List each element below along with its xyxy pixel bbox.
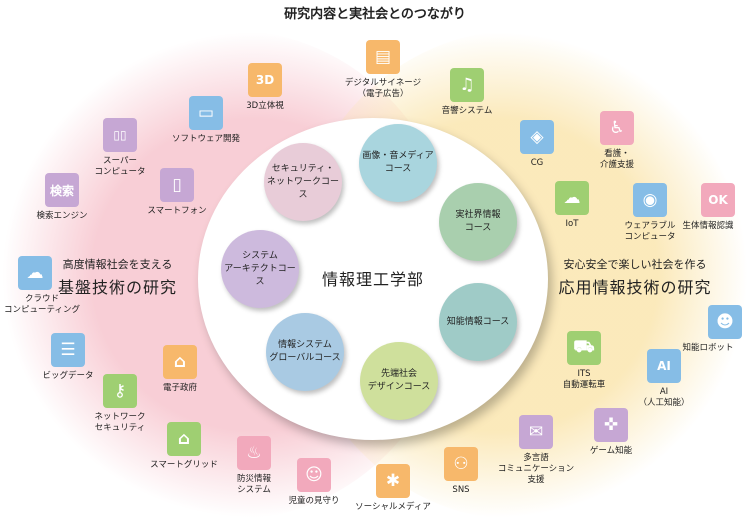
research-item-label: ビッグデータ	[42, 371, 94, 381]
sns-icon: ⚇	[444, 447, 478, 481]
course-circle[interactable]: 画像・音メディア コース	[359, 124, 437, 202]
research-item-label: ITS 自動運転車	[562, 369, 606, 390]
research-item-label: スマートフォン	[147, 206, 207, 216]
database-icon: ☰	[51, 333, 85, 367]
course-circle[interactable]: 情報システム グローバルコース	[266, 313, 344, 391]
research-item-label: 看護・ 介護支援	[599, 149, 634, 170]
research-item[interactable]: ✉ 多言語 コミュニケーション 支援	[494, 415, 578, 486]
social-media-icon: ✱	[376, 464, 410, 498]
research-item-label: 知能ロボット	[682, 343, 734, 353]
cloud-icon: ☁	[18, 256, 52, 290]
research-item[interactable]: ▤ デジタルサイネージ （電子広告）	[341, 40, 425, 100]
research-item[interactable]: ☻ 知能ロボット	[666, 305, 750, 354]
research-item[interactable]: ♿ 看護・ 介護支援	[575, 111, 659, 171]
research-item-label: CG	[530, 158, 544, 168]
research-item-label: 生体情報認識	[682, 221, 734, 231]
applied-heading: 安心安全で楽しい社会を作る 応用情報技術の研究	[555, 256, 715, 298]
research-item[interactable]: ♫ 音響システム	[425, 68, 509, 117]
research-item-label: ソフトウェア開発	[171, 134, 240, 144]
course-circle[interactable]: 知能情報コース	[439, 283, 517, 361]
child-watch-icon: ☺	[297, 458, 331, 492]
research-item[interactable]: ⌂ スマートグリッド	[142, 422, 226, 471]
research-item[interactable]: ▯▯ スーパー コンピュータ	[78, 118, 162, 178]
research-item[interactable]: ◈ CG	[495, 120, 579, 169]
nursing-icon: ♿	[600, 111, 634, 145]
smartphone-icon: ▯	[160, 168, 194, 202]
research-item-label: 電子政府	[162, 383, 197, 393]
foundation-heading: 高度情報社会を支える 基盤技術の研究	[55, 256, 180, 298]
research-item-label: デジタルサイネージ （電子広告）	[344, 78, 422, 99]
research-item-label: 多言語 コミュニケーション 支援	[497, 453, 575, 485]
course-circle[interactable]: 先端社会 デザインコース	[360, 342, 438, 420]
research-item-label: ソーシャルメディア	[355, 502, 431, 512]
course-circle[interactable]: 実社界情報 コース	[439, 183, 517, 261]
research-item[interactable]: 検索検索エンジン	[20, 173, 104, 222]
biometric-icon: OK	[701, 183, 735, 217]
research-item-label: ウェアラブル コンピュータ	[624, 221, 676, 242]
robot-icon: ☻	[708, 305, 742, 339]
research-item[interactable]: ▭ ソフトウェア開発	[164, 96, 248, 145]
research-item-label: クラウド コンピューティング	[4, 294, 80, 315]
research-item-label: ネットワーク セキュリティ	[94, 412, 146, 433]
research-item[interactable]: ◉ ウェアラブル コンピュータ	[608, 183, 692, 243]
fire-icon: ♨	[237, 436, 271, 470]
research-item-label: 防災情報 システム	[236, 474, 271, 495]
cloud-network-icon: ☁	[555, 181, 589, 215]
research-item[interactable]: ☰ ビッグデータ	[26, 333, 110, 382]
diagram-title: 研究内容と実社会とのつながり	[284, 7, 466, 22]
research-item[interactable]: 3D 3D立体視	[223, 63, 307, 112]
applied-heading-sub: 安心安全で楽しい社会を作る	[563, 258, 707, 271]
faculty-name: 情報理工学部	[322, 270, 425, 289]
research-item[interactable]: OK 生体情報認識	[666, 183, 750, 232]
applied-heading-main: 応用情報技術の研究	[558, 278, 712, 297]
supercomputer-icon: ▯▯	[103, 118, 137, 152]
course-circle[interactable]: システム アーキテクトコース	[221, 230, 299, 308]
research-item[interactable]: ⚇ SNS	[419, 447, 503, 496]
signage-icon: ▤	[366, 40, 400, 74]
cube-icon: ◈	[520, 120, 554, 154]
research-item[interactable]: ☁ クラウド コンピューティング	[0, 256, 84, 316]
search-engine-icon: 検索	[45, 173, 79, 207]
speech-bubbles-icon: ✉	[519, 415, 553, 449]
gamepad-icon: ✜	[594, 408, 628, 442]
research-item-label: IoT	[565, 219, 579, 229]
course-circle[interactable]: セキュリティ・ ネットワークコース	[264, 143, 342, 221]
government-icon: ⌂	[163, 345, 197, 379]
house-leaf-icon: ⌂	[167, 422, 201, 456]
research-item-label: 音響システム	[441, 106, 493, 116]
3d-monitor-icon: 3D	[248, 63, 282, 97]
software-icon: ▭	[189, 96, 223, 130]
research-item[interactable]: ⚷ ネットワーク セキュリティ	[78, 374, 162, 434]
foundation-heading-main: 基盤技術の研究	[57, 278, 177, 297]
research-item-label: 検索エンジン	[36, 211, 88, 221]
research-item-label: 児童の見守り	[288, 496, 340, 506]
research-item-label: AI （人工知能）	[638, 387, 690, 408]
research-item-label: 3D立体視	[246, 101, 284, 111]
research-item[interactable]: ▯ スマートフォン	[135, 168, 219, 217]
research-item[interactable]: ⌂ 電子政府	[138, 345, 222, 394]
research-item[interactable]: AI AI （人工知能）	[622, 349, 706, 409]
research-item[interactable]: ☁ IoT	[530, 181, 614, 230]
research-item[interactable]: ⛟ ITS 自動運転車	[542, 331, 626, 391]
research-item[interactable]: ♨ 防災情報 システム	[212, 436, 296, 496]
research-item-label: スマートグリッド	[150, 460, 218, 470]
foundation-heading-sub: 高度情報社会を支える	[62, 258, 173, 271]
car-icon: ⛟	[567, 331, 601, 365]
research-item[interactable]: ☺ 児童の見守り	[272, 458, 356, 507]
ai-icon: AI	[647, 349, 681, 383]
smartwatch-icon: ◉	[633, 183, 667, 217]
research-item-label: スーパー コンピュータ	[94, 156, 146, 177]
research-item[interactable]: ✜ ゲーム知能	[569, 408, 653, 457]
research-item-label: SNS	[452, 485, 470, 495]
research-item[interactable]: ✱ ソーシャルメディア	[351, 464, 435, 513]
speaker-icon: ♫	[450, 68, 484, 102]
key-icon: ⚷	[103, 374, 137, 408]
research-item-label: ゲーム知能	[589, 446, 633, 456]
